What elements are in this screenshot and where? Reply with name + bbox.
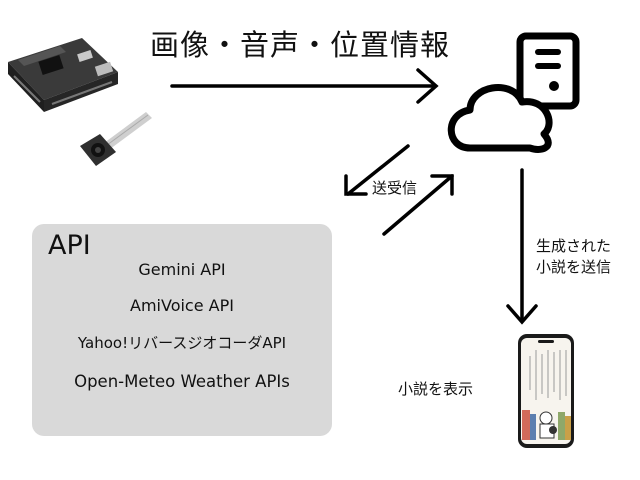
- smartphone-icon: [518, 334, 574, 448]
- generate-label-line-1: 生成された: [536, 237, 612, 255]
- generate-send-label: 生成された 小説を送信: [536, 236, 611, 278]
- display-label: 小説を表示: [398, 380, 474, 398]
- upload-arrow: [170, 68, 439, 104]
- api-heading: API: [48, 230, 91, 261]
- transfer-label: 送受信: [372, 179, 418, 197]
- api-item-open-meteo: Open-Meteo Weather APIs: [74, 372, 290, 391]
- api-item-gemini: Gemini API: [138, 260, 226, 279]
- download-arrow: [506, 168, 538, 325]
- cloud-server-icon: [447, 32, 580, 153]
- generate-label-line-2: 小説を送信: [536, 258, 612, 276]
- api-box: [32, 224, 332, 436]
- api-item-amivoice: AmiVoice API: [130, 296, 234, 315]
- camera-module-image: [80, 112, 152, 166]
- microcontroller-board-image: [8, 38, 118, 112]
- server-detail-lines: [535, 49, 561, 91]
- api-item-yahoo-reverse-geocoder: Yahoo!リバースジオコーダAPI: [77, 334, 287, 352]
- receive-arrow: [344, 144, 410, 196]
- send-arrow: [382, 174, 454, 236]
- diagram-title: 画像・音声・位置情報: [150, 28, 451, 62]
